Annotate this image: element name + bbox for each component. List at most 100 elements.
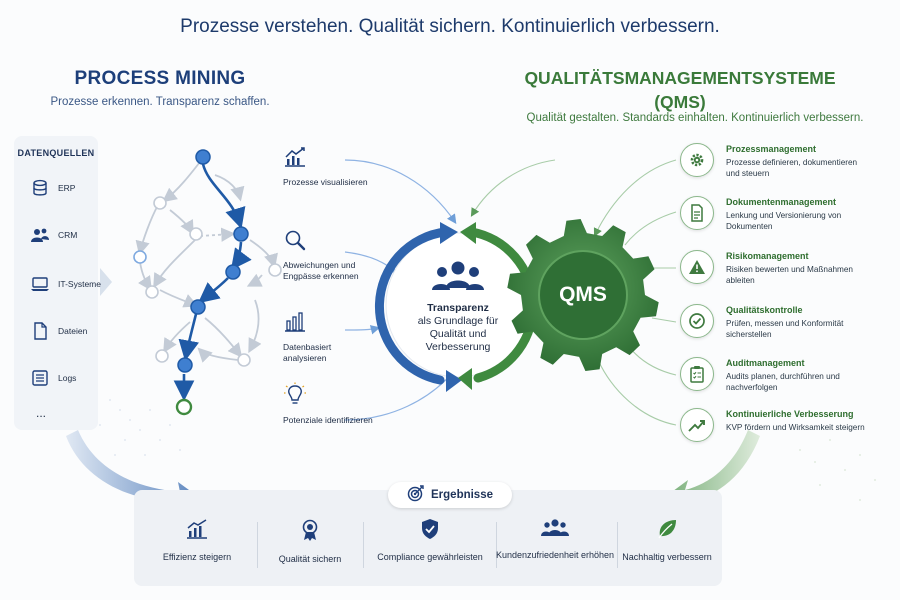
process-mining-title: PROCESS MINING (74, 68, 246, 89)
blue-cycle-arc (374, 227, 450, 385)
chart-trend-icon (283, 147, 307, 172)
feature-abweichungen: Abweichungen und Engpässe erkennen (283, 229, 373, 282)
center-description: als Grundlage für Qualität und Verbesser… (417, 315, 499, 353)
clipboard-icon (680, 357, 714, 391)
qms-item-dokumentenmanagement: Dokumentenmanagement Lenkung und Version… (680, 196, 870, 236)
results-heading: Ergebnisse (388, 482, 512, 508)
qms-item-desc: Audits planen, durchführen und nachverfo… (726, 372, 840, 392)
qms-item-desc: Prüfen, messen und Konformität sicherste… (726, 319, 844, 339)
qms-item-auditmanagement: Auditmanagement Audits planen, durchführ… (680, 357, 870, 397)
qms-item-kontinuierliche-verbesserung: Kontinuierliche Verbesserung KVP fördern… (680, 408, 870, 448)
process-graph-nodes (133, 149, 282, 416)
result-divider (257, 522, 258, 568)
feature-label: Prozesse visualisieren (283, 177, 368, 187)
blue-arc-head-bottom (446, 370, 462, 392)
process-graph-main-path (173, 163, 252, 402)
source-item-crm: CRM (30, 223, 110, 247)
green-arc-head-bottom (458, 368, 472, 390)
team-icon (432, 261, 484, 290)
database-icon (30, 178, 50, 198)
qms-item-prozessmanagement: Prozessmanagement Prozesse definieren, d… (680, 143, 870, 183)
qms-item-desc: Risiken bewerten und Maßnahmen ableiten (726, 265, 853, 285)
feature-datenbasiert: Datenbasiert analysieren (283, 311, 373, 364)
qms-gear-label: QMS (559, 283, 607, 306)
sources-arrow (100, 268, 112, 296)
qms-item-title: Prozessmanagement (726, 144, 817, 154)
feature-potenziale: Potenziale identifizieren (283, 382, 373, 426)
data-sources-heading: DATENQUELLEN (17, 148, 95, 158)
result-label: Compliance gewährleisten (377, 552, 483, 562)
center-title: Transparenz (427, 302, 489, 314)
list-icon (30, 368, 50, 388)
source-item-it-systeme: IT-Systeme (30, 272, 110, 296)
qms-item-title: Qualitätskontrolle (726, 305, 803, 315)
data-dots-right (799, 439, 876, 501)
award-icon (300, 519, 320, 546)
qms-subtitle: Qualität gestalten. Standards einhalten.… (526, 112, 864, 124)
source-label: IT-Systeme (58, 279, 101, 289)
document-icon (680, 196, 714, 230)
qms-item-title: Dokumentenmanagement (726, 197, 837, 207)
chart-trend-icon (185, 519, 209, 544)
qms-item-title: Auditmanagement (726, 358, 805, 368)
result-divider (496, 522, 497, 568)
qms-item-qualitaetskontrolle: Qualitätskontrolle Prüfen, messen und Ko… (680, 304, 870, 344)
source-label: Logs (58, 373, 77, 383)
feature-label: Abweichungen und Engpässe erkennen (283, 260, 359, 281)
qms-item-risikomanagement: Risikomanagement Risiken bewerten und Ma… (680, 250, 870, 290)
users-icon (30, 225, 50, 245)
leaf-icon (656, 520, 678, 544)
result-label: Effizienz steigern (162, 552, 232, 562)
trend-up-icon (680, 408, 714, 442)
customers-icon (541, 519, 569, 542)
qms-item-title: Risikomanagement (726, 251, 809, 261)
center-transparency-text: Transparenz als Grundlage für Qualität u… (408, 302, 508, 354)
feature-prozesse-visualisieren: Prozesse visualisieren (283, 146, 373, 188)
results-heading-label: Ergebnisse (431, 489, 493, 501)
result-divider (617, 522, 618, 568)
qms-title: QUALITÄTSMANAGEMENTSYSTEME (QMS) (520, 66, 840, 114)
result-qualitaet: Qualität sichern (250, 518, 370, 565)
bar-chart-icon (283, 312, 307, 337)
feature-label: Potenziale identifizieren (283, 415, 373, 425)
source-label: Dateien (58, 326, 88, 336)
gear-icon (680, 143, 714, 177)
result-kundenzufriedenheit: Kundenzufriedenheit erhöhen (495, 518, 615, 561)
green-arc-head-top (460, 222, 476, 244)
data-sources-panel: DATENQUELLEN ERP CRM IT-Systeme Dateien … (14, 136, 101, 430)
laptop-icon (30, 274, 50, 294)
qms-title-line1: QUALITÄTSMANAGEMENTSYSTEME (524, 68, 836, 88)
warning-icon (680, 250, 714, 284)
result-divider (363, 522, 364, 568)
target-icon (407, 484, 425, 507)
result-effizienz: Effizienz steigern (137, 518, 257, 563)
qms-item-desc: KVP fördern und Wirksamkeit steigern (726, 423, 865, 432)
result-label: Nachhaltig verbessern (622, 552, 712, 562)
result-nachhaltig: Nachhaltig verbessern (607, 518, 727, 563)
feature-label: Datenbasiert analysieren (283, 342, 332, 363)
process-mining-subtitle: Prozesse erkennen. Transparenz schaffen. (50, 96, 270, 108)
source-label: CRM (58, 230, 78, 240)
blue-arc-head-top (440, 222, 458, 244)
qms-gear-icon (507, 219, 659, 371)
qms-item-desc: Lenkung und Versionierung von Dokumenten (726, 211, 842, 231)
data-dots-left (99, 399, 181, 456)
source-item-logs: Logs (30, 366, 110, 390)
sources-more: ... (36, 406, 47, 420)
shield-check-icon (420, 519, 440, 544)
result-compliance: Compliance gewährleisten (370, 518, 490, 563)
file-icon (30, 321, 50, 341)
source-label: ERP (58, 183, 76, 193)
source-item-erp: ERP (30, 176, 110, 200)
source-item-dateien: Dateien (30, 319, 110, 343)
check-circle-icon (680, 304, 714, 338)
qms-item-desc: Prozesse definieren, dokumentieren und s… (726, 158, 858, 178)
result-label: Kundenzufriedenheit erhöhen (495, 550, 615, 560)
qms-item-title: Kontinuierliche Verbesserung (726, 409, 854, 419)
qms-title-line2: (QMS) (654, 92, 706, 112)
process-graph-grey-edges (135, 157, 278, 363)
tagline: Prozesse verstehen. Qualität sichern. Ko… (180, 16, 720, 37)
magnifier-icon (283, 230, 307, 255)
result-label: Qualität sichern (278, 554, 342, 564)
lightbulb-icon (283, 382, 307, 410)
